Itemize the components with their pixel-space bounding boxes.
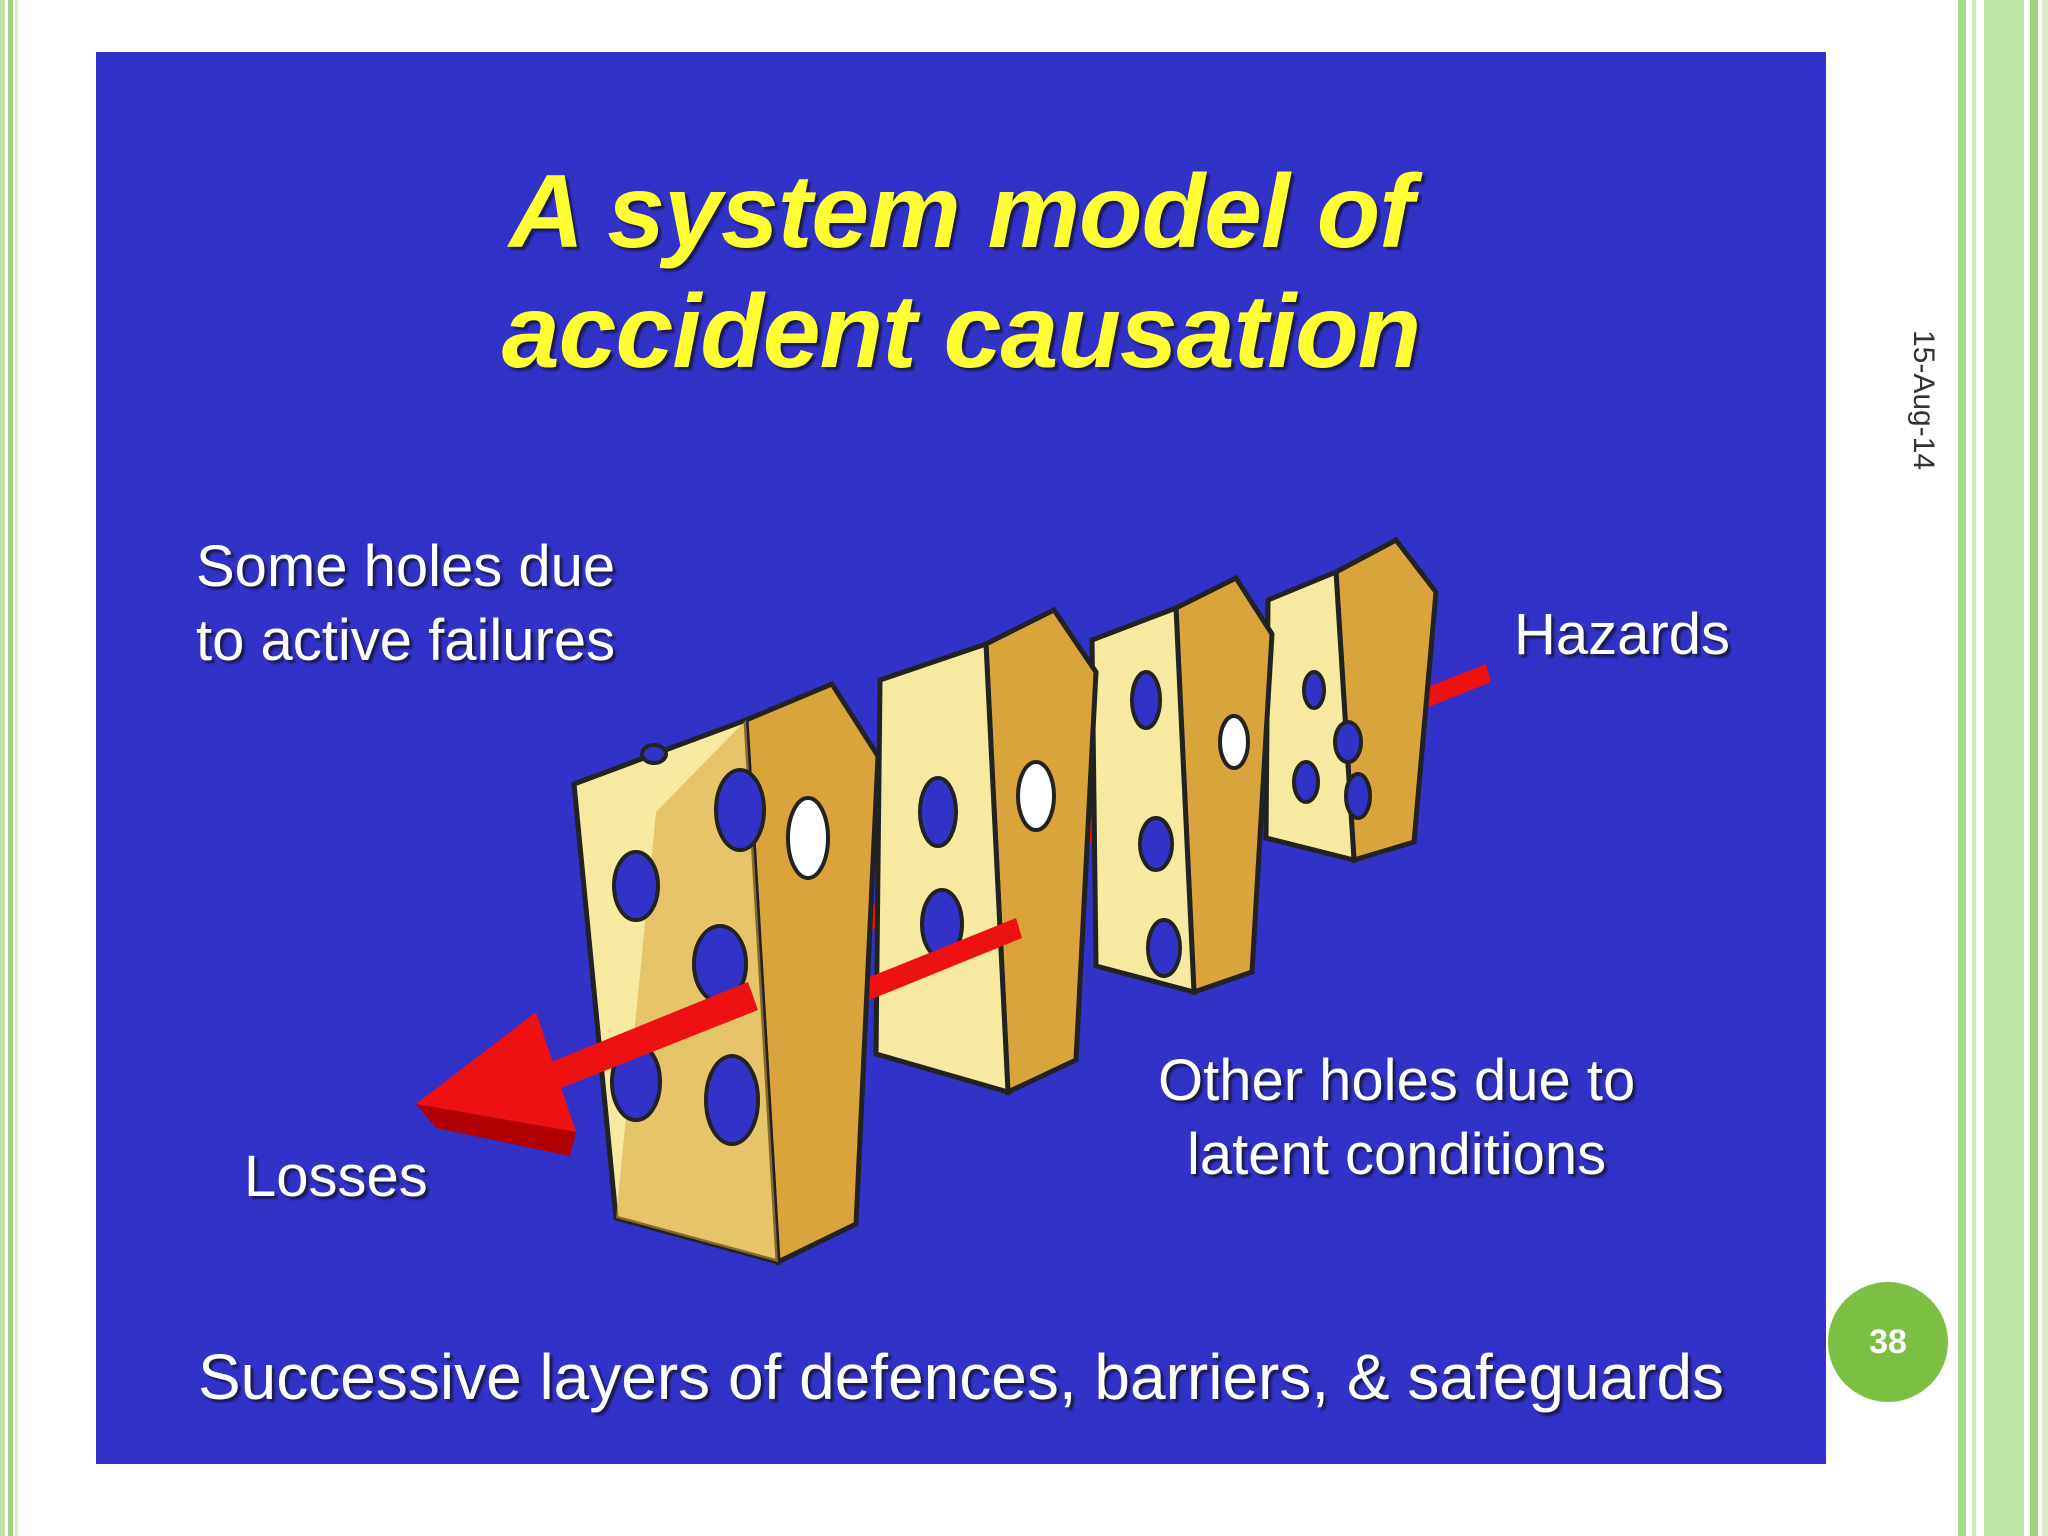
left-border-decoration xyxy=(0,0,20,1536)
slide-footer-caption: Successive layers of defences, barriers,… xyxy=(197,1341,1725,1413)
slide-title-line2: accident causation xyxy=(501,274,1421,390)
right-border-decoration xyxy=(1958,0,2048,1536)
cheese-slice-2 xyxy=(873,606,1099,1096)
slide-title: A system model of accident causation xyxy=(96,152,1826,392)
label-active-failures: Some holes due to active failures xyxy=(196,530,615,678)
label-latent-line1: Other holes due to xyxy=(1158,1048,1636,1113)
cheese-slice-1 xyxy=(571,680,881,1266)
swiss-cheese-diagram xyxy=(416,536,1491,1266)
label-losses: Losses xyxy=(244,1144,428,1209)
label-latent-conditions: Other holes due to latent conditions xyxy=(1158,1044,1635,1192)
cheese-slice-3 xyxy=(1089,574,1275,996)
label-active-line2: to active failures xyxy=(196,608,616,673)
page-number-badge: 38 xyxy=(1828,1282,1948,1402)
slide-date: 15-Aug-14 xyxy=(1907,330,1940,471)
cheese-slice-4 xyxy=(1263,536,1439,864)
slide-title-line1: A system model of xyxy=(509,154,1414,270)
label-active-line1: Some holes due xyxy=(196,534,616,599)
arrow-head-losses xyxy=(416,982,758,1156)
swiss-cheese-slide-image: A system model of accident causation xyxy=(96,52,1826,1464)
label-latent-line2: latent conditions xyxy=(1187,1122,1607,1187)
label-hazards: Hazards xyxy=(1514,602,1730,667)
